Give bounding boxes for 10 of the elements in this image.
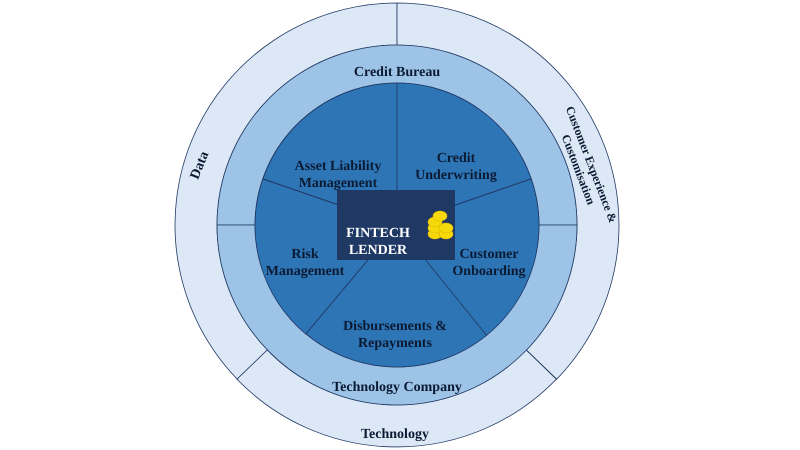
segment-label: Data bbox=[186, 148, 214, 184]
segment-label: Credit Underwriting bbox=[414, 150, 498, 184]
segment-label: Asset Liability Management bbox=[294, 158, 382, 192]
segment-label: Credit Bureau bbox=[352, 64, 442, 81]
segment-label: Disbursements & Repayments bbox=[342, 318, 448, 352]
segment-label: Risk Management bbox=[264, 246, 346, 280]
segment-label: Customer Onboarding bbox=[451, 246, 527, 280]
box-title: FINTECH LENDER bbox=[345, 225, 411, 259]
segment-label: Technology bbox=[360, 426, 430, 443]
segment-label: Technology Company bbox=[331, 379, 463, 396]
